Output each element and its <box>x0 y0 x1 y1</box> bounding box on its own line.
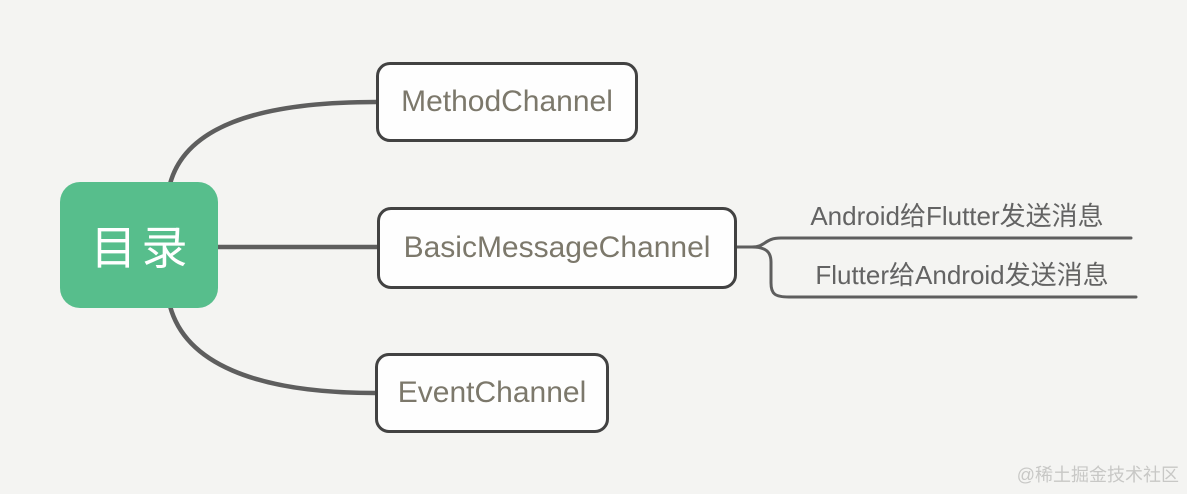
node-eventchannel[interactable]: EventChannel <box>375 353 609 433</box>
connector-basic-to-subtopic1 <box>734 236 1133 249</box>
root-node[interactable]: 目录 <box>60 182 218 308</box>
node-methodchannel[interactable]: MethodChannel <box>376 62 638 142</box>
connector-root-to-methodchannel <box>167 99 379 187</box>
connector-root-to-eventchannel <box>167 303 378 396</box>
node-basicmessagechannel[interactable]: BasicMessageChannel <box>377 207 737 289</box>
subtopic-android-to-flutter[interactable]: Android给Flutter发送消息 <box>810 201 1104 231</box>
watermark: @稀土掘金技术社区 <box>1016 465 1179 485</box>
subtopic-flutter-to-android[interactable]: Flutter给Android发送消息 <box>815 260 1109 290</box>
